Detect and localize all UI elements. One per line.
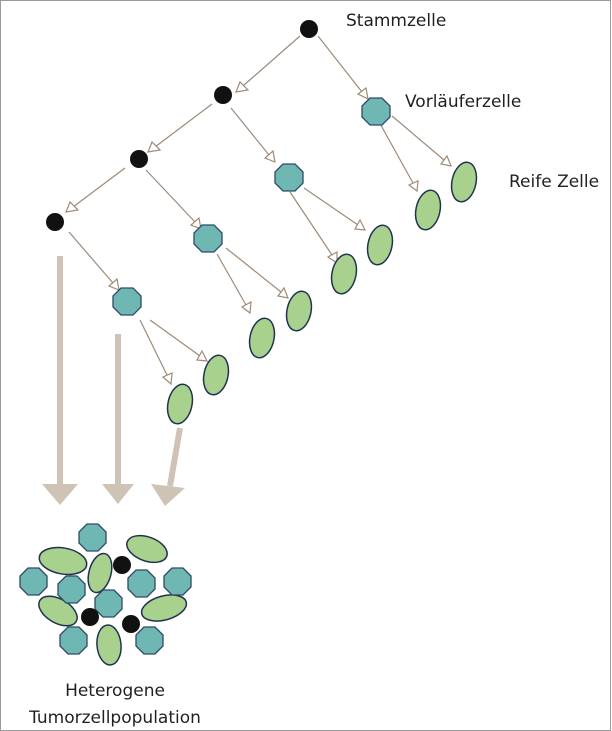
thick-arrow-right <box>151 427 185 506</box>
arrow-progenitor-to-mature-d <box>303 187 367 231</box>
arrow-progenitor-to-mature-g <box>139 319 173 386</box>
mature-cells <box>166 161 478 425</box>
arrow-progenitor-to-mature-b <box>391 115 452 167</box>
stem-cell-2 <box>214 86 232 104</box>
population-progenitor-cell <box>59 626 88 655</box>
label-population-line2: Tumorzellpopulation <box>28 708 201 728</box>
mature-cell-6 <box>285 290 313 332</box>
mature-cell-3 <box>330 253 358 295</box>
thick-arrow-left <box>42 256 78 505</box>
label-mature-cell: Reife Zelle <box>509 172 599 192</box>
population-mature-cell <box>87 552 113 594</box>
thick-arrow-middle <box>102 334 134 504</box>
mature-cell-2 <box>450 161 478 203</box>
population-progenitor-cell <box>163 567 192 596</box>
arrow-stem3-to-stem4 <box>65 167 126 213</box>
population-stem-cell <box>81 608 99 626</box>
population-mature-cell <box>140 594 188 622</box>
arrow-progenitor-to-mature-a <box>377 119 419 193</box>
arrow-stem4-to-progenitor <box>68 231 120 291</box>
arrow-stem3-to-progenitor <box>145 169 202 230</box>
population-progenitor-cell <box>19 567 48 596</box>
arrow-progenitor-to-mature-h <box>149 319 209 362</box>
arrow-stem1-to-stem2 <box>235 35 301 93</box>
arrow-stem2-to-progenitor <box>230 107 276 163</box>
progenitor-cell-2 <box>274 163 304 192</box>
arrow-progenitor-to-mature-f <box>225 247 289 299</box>
population-stem-cell <box>113 556 131 574</box>
population-mature-cell <box>38 546 88 576</box>
mature-cell-7 <box>166 383 194 425</box>
arrow-stem1-to-progenitor <box>317 35 369 101</box>
population-stem-cell <box>122 615 140 633</box>
progenitor-cell-3 <box>193 224 223 253</box>
arrow-progenitor-to-mature-c <box>289 191 338 265</box>
population-progenitor-cell <box>78 523 107 552</box>
tumor-cell-population <box>19 523 192 666</box>
mature-cell-5 <box>248 317 276 359</box>
label-stem-cell: Stammzelle <box>346 11 446 31</box>
population-progenitor-cell <box>135 626 164 655</box>
label-population-line1: Heterogene <box>65 681 165 701</box>
population-progenitor-cell <box>127 569 156 598</box>
population-progenitor-cell <box>94 589 123 618</box>
arrow-progenitor-to-mature-e <box>216 253 252 315</box>
progenitor-cell-4 <box>112 287 142 316</box>
population-progenitor-cell <box>57 575 86 604</box>
stem-cell-4 <box>46 213 64 231</box>
population-arrows <box>42 256 185 506</box>
differentiation-arrows <box>65 35 452 386</box>
mature-cell-4 <box>366 224 394 266</box>
population-mature-cell <box>96 624 122 666</box>
stem-cell-1 <box>300 20 318 38</box>
stem-cell-3 <box>130 150 148 168</box>
progenitor-cell-1 <box>361 97 391 126</box>
mature-cell-8 <box>202 354 230 396</box>
label-progenitor-cell: Vorläuferzelle <box>405 92 521 112</box>
progenitor-cells <box>112 97 391 316</box>
arrow-stem2-to-stem3 <box>147 103 213 153</box>
mature-cell-1 <box>414 189 442 231</box>
stem-cells <box>46 20 318 231</box>
population-mature-cell <box>126 534 168 564</box>
